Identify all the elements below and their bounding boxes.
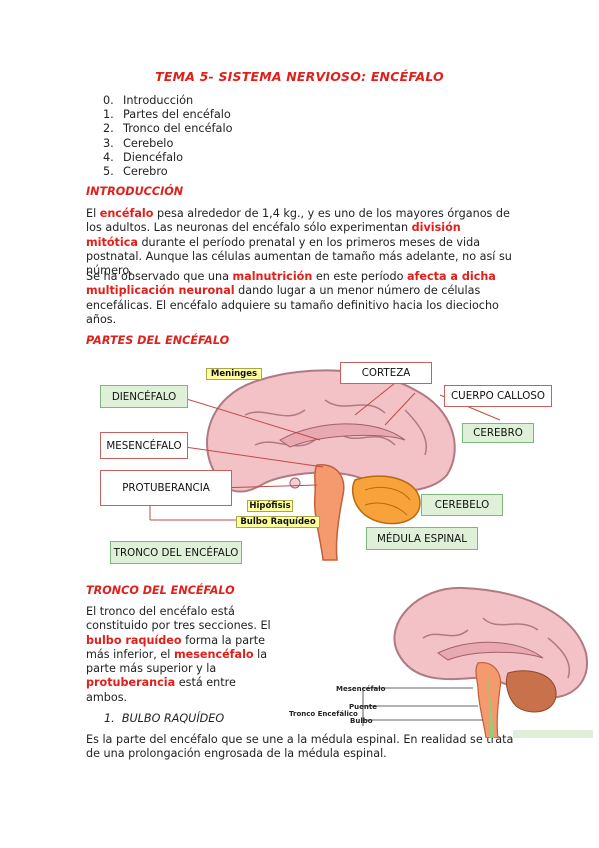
tronco-paragraph-2: Es la parte del encéfalo que se une a la… [86, 733, 514, 761]
label-cuerpo-calloso: CUERPO CALLOSO [444, 385, 552, 407]
label-medula-espinal: MÉDULA ESPINAL [366, 527, 478, 550]
toc-label: Tronco del encéfalo [123, 122, 233, 136]
subsection-label: BULBO RAQUÍDEO [121, 712, 225, 725]
toc-number: 1. [103, 108, 114, 122]
brain-diagram [149, 369, 501, 561]
toc-item: 2. Tronco del encéfalo [103, 122, 233, 136]
page-title: TEMA 5- SISTEMA NERVIOSO: ENCÉFALO [155, 69, 444, 84]
toc-number: 0. [103, 94, 114, 107]
label-mesencefalo: MESENCÉFALO [100, 432, 188, 459]
figure-label-tronco: Tronco Encefálico [289, 710, 358, 718]
toc-label: Partes del encéfalo [123, 108, 231, 122]
label-bulbo-raquideo: Bulbo Raquídeo [236, 516, 320, 528]
toc-item: 4. Diencéfalo [103, 151, 233, 165]
subsection-number: 1. [104, 712, 115, 725]
toc-item: 5. Cerebro [103, 165, 233, 179]
toc-number: 3. [103, 136, 114, 150]
label-tronco-encefalo: TRONCO DEL ENCÉFALO [110, 541, 242, 564]
toc-item: 1. Partes del encéfalo [103, 108, 233, 122]
label-cerebelo: CEREBELO [421, 494, 503, 516]
toc-number: 5. [103, 165, 114, 179]
section-heading-tronco: TRONCO DEL ENCÉFALO [86, 584, 235, 597]
figure-label-puente: Puente [349, 703, 377, 711]
toc-label: Introducción [123, 94, 194, 107]
label-protuberancia: PROTUBERANCIA [100, 470, 232, 506]
intro-paragraph-2: Se ha observado que una malnutrición en … [86, 270, 499, 326]
tronco-paragraph-1: El tronco del encéfalo está constituido … [86, 605, 271, 704]
label-meninges: Meninges [206, 368, 262, 380]
section-heading-partes: PARTES DEL ENCÉFALO [86, 334, 230, 347]
toc-label: Cerebelo [123, 136, 174, 150]
figure-label-mesencefalo: Mesencéfalo [336, 685, 386, 693]
figure-label-bulbo: Bulbo [350, 717, 373, 725]
label-hipofisis: Hipófisis [247, 500, 293, 512]
label-diencefalo: DIENCÉFALO [100, 385, 188, 408]
toc-item: 3. Cerebelo [103, 137, 233, 151]
table-of-contents: 0. Introducción 1. Partes del encéfalo 2. T… [103, 94, 233, 179]
subsection-bulbo: 1. BULBO RAQUÍDEO [104, 712, 224, 726]
label-cerebro: CEREBRO [462, 423, 534, 443]
brainstem-shape [313, 464, 345, 561]
toc-label: Cerebro [123, 165, 168, 179]
toc-number: 2. [103, 122, 114, 136]
toc-item: 0. Introducción [103, 94, 233, 108]
toc-label: Diencéfalo [123, 150, 184, 164]
label-corteza: CORTEZA [340, 362, 432, 384]
section-heading-intro: INTRODUCCIÓN [86, 185, 184, 198]
intro-paragraph-1: El encéfalo pesa alrededor de 1,4 kg., y… [86, 207, 512, 278]
toc-number: 4. [103, 150, 114, 164]
brainstem-figure [362, 586, 593, 738]
